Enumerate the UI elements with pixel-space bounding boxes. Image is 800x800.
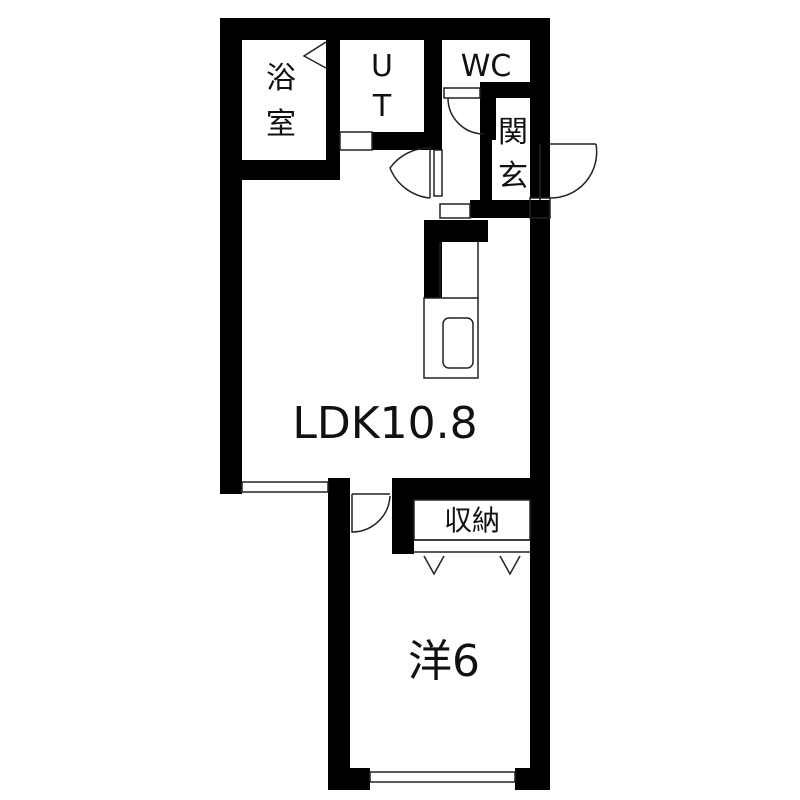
- bath-label-2: 室: [266, 107, 296, 142]
- wall-kitchen-left: [424, 220, 442, 298]
- wall-right-mid: [530, 218, 550, 500]
- ut-label-2: T: [372, 89, 392, 124]
- wall-western-bottom-left: [328, 768, 370, 790]
- room-labels: 浴 室 U T WC 玄 関 LDK10.8 収納 洋6: [266, 49, 528, 687]
- entrance-label-2: 関: [498, 115, 528, 150]
- wc-label: WC: [461, 49, 512, 84]
- wall-ut-bottom: [372, 132, 442, 150]
- wall-entrance-left: [480, 140, 492, 202]
- ldk-bottom-window: [241, 481, 329, 493]
- kitchen-step: [439, 203, 471, 219]
- storage-label: 収納: [444, 504, 500, 537]
- wall-right-upper: [530, 18, 550, 198]
- western-door-arc: [351, 494, 391, 533]
- wall-ldk-bottom-right: [392, 478, 550, 500]
- wall-ut-right: [424, 40, 442, 150]
- wall-western-left: [328, 478, 350, 790]
- kitchen-sink: [442, 317, 474, 369]
- wall-entrance-bottom: [470, 200, 550, 218]
- wc-door-arc: [447, 97, 485, 135]
- wall-bath-bottom: [220, 160, 340, 180]
- storage-door-left: [423, 555, 445, 576]
- bath-door-swing: [302, 41, 327, 69]
- fixtures: [241, 41, 598, 783]
- wall-western-bottom-right: [515, 768, 550, 790]
- wall-wc-divider: [480, 82, 496, 140]
- ut-door-frame: [339, 131, 373, 151]
- walls: [220, 18, 550, 790]
- bath-label-1: 浴: [266, 61, 296, 96]
- hall-door-arc-left: [389, 147, 431, 199]
- wc-door-frame: [443, 87, 481, 99]
- wall-left-upper: [220, 18, 242, 494]
- wall-ldk-bottom-left: [220, 478, 242, 494]
- wall-top: [220, 18, 550, 40]
- hall-door-post: [433, 149, 443, 197]
- ldk-label: LDK10.8: [292, 398, 477, 449]
- storage-door-right: [499, 555, 521, 576]
- ut-label-1: U: [371, 49, 393, 84]
- entrance-door-arc: [549, 143, 598, 199]
- western-label: 洋6: [408, 636, 480, 687]
- western-bottom-window: [369, 771, 516, 783]
- kitchen-counter: [423, 297, 479, 379]
- wall-bath-right: [326, 40, 340, 180]
- entrance-label-1: 玄: [498, 159, 528, 194]
- wall-western-right: [530, 478, 550, 790]
- wall-storage-left: [392, 494, 414, 554]
